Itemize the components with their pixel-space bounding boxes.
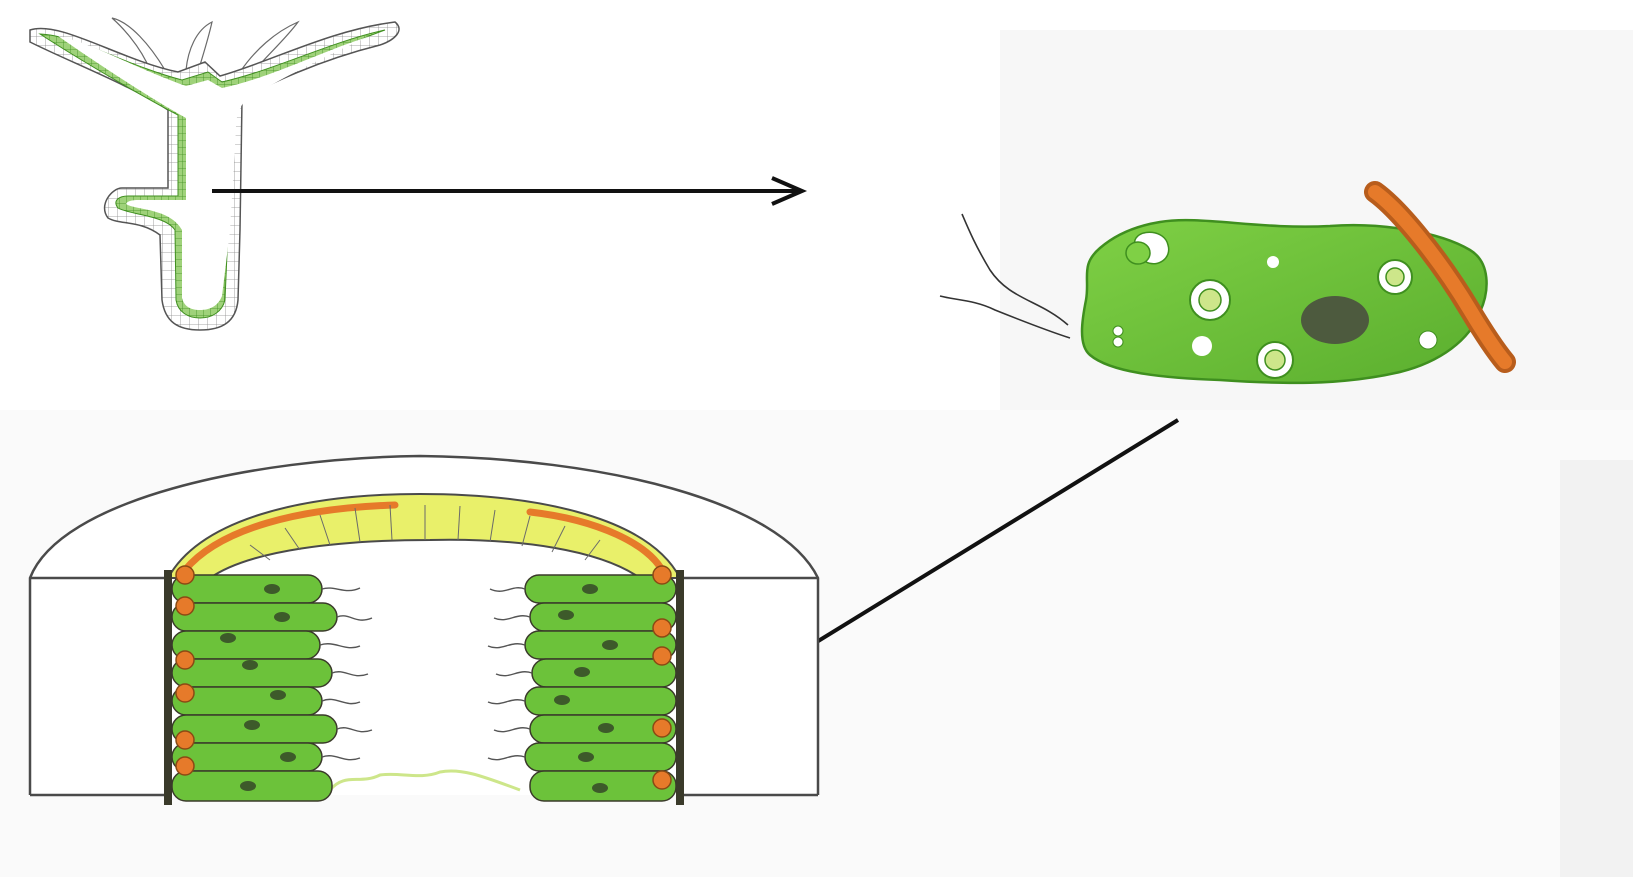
vacuole-small [1267,256,1279,268]
engulfed-particle [1126,242,1150,264]
arrow-to-digestive-cell [212,178,802,204]
food-vacuole [1378,260,1412,294]
central-cavity [330,564,520,790]
flagellum-upper [962,214,1068,325]
left-cell-column [172,575,337,801]
hydra-longitudinal-section [30,18,399,330]
flagellum-lower [940,296,1070,338]
vacuole-small [1113,326,1123,336]
vacuole-small [1192,336,1212,356]
food-vacuole [1257,342,1293,378]
digestive-cell [940,192,1505,383]
nucleus [1301,296,1369,344]
food-vacuole [1190,280,1230,320]
left-wall [164,570,172,805]
body-wall-cross-section [30,456,818,805]
vacuole-small [1419,331,1437,349]
right-cell-column [525,575,676,801]
vacuole-small [1113,337,1123,347]
right-wall [676,570,684,805]
